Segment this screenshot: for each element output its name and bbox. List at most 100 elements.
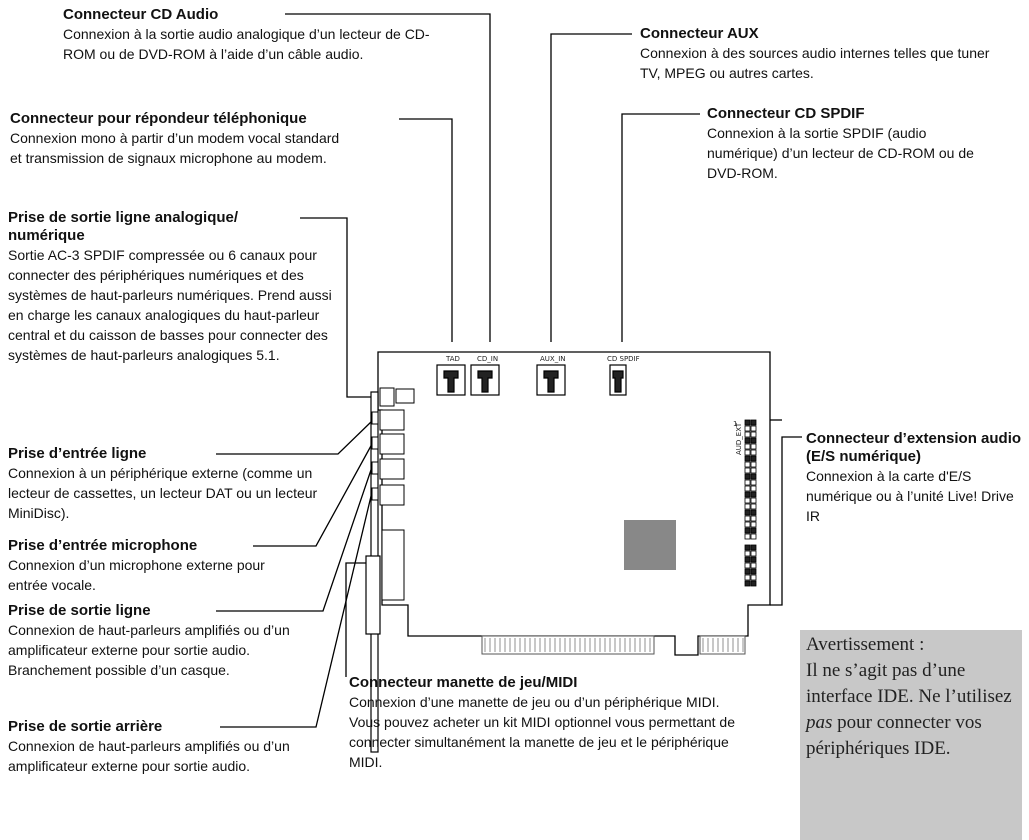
header-pin	[744, 521, 751, 528]
header-pin	[750, 533, 757, 540]
pcb-board	[377, 351, 771, 656]
header-pin	[744, 533, 751, 540]
callout-aux: Connecteur AUX Connexion à des sources a…	[640, 25, 1000, 83]
leader-cd-spdif	[621, 113, 700, 342]
cd-spdif-connector	[609, 364, 627, 396]
header-pin	[744, 437, 751, 444]
callout-line-out: Prise de sortie ligne Connexion de haut-…	[8, 602, 303, 680]
header-pin	[750, 509, 757, 516]
header-pin	[744, 544, 751, 551]
pci-edge-connector	[481, 635, 746, 655]
board-label-cd-in: CD_IN	[477, 355, 498, 363]
aux-in-connector	[536, 364, 566, 396]
header-pin	[750, 521, 757, 528]
callout-line-out-digital: Prise de sortie ligne analogique/ numéri…	[8, 209, 338, 365]
tad-connector	[436, 364, 466, 396]
header-pin	[750, 497, 757, 504]
header-pin	[750, 568, 757, 575]
callout-line-out-text: Connexion de haut-parleurs amplifiés ou …	[8, 622, 290, 678]
header-pin	[744, 431, 751, 438]
callout-rear-out-title: Prise de sortie arrière	[8, 718, 163, 735]
board-label-cd-spdif: CD SPDIF	[607, 355, 640, 363]
header-pin	[744, 467, 751, 474]
board-label-tad: TAD	[445, 355, 460, 363]
header-pin	[744, 479, 751, 486]
header-pin	[744, 556, 751, 563]
header-pin	[750, 437, 757, 444]
header-pin	[750, 449, 757, 456]
expansion-header	[744, 419, 757, 540]
callout-mic-in-title: Prise d’entrée microphone	[8, 537, 198, 554]
mounting-bracket	[365, 391, 381, 753]
callout-cd-audio: Connecteur CD Audio Connexion à la sorti…	[63, 6, 453, 64]
header-pin	[744, 568, 751, 575]
board-label-aux-in: AUX_IN	[540, 355, 566, 363]
header-pin	[750, 574, 757, 581]
audio-chip	[624, 520, 676, 570]
leader-lines	[216, 13, 802, 728]
callout-tad: Connecteur pour répondeur téléphonique C…	[10, 110, 350, 168]
callout-tad-text: Connexion mono à partir d’un modem vocal…	[10, 130, 340, 166]
warning-text-before: Il ne s’agit pas d’une interface IDE. Ne…	[806, 660, 1012, 707]
warning-title: Avertissement :	[806, 634, 925, 655]
header-pin	[750, 443, 757, 450]
leader-line-out-digital	[300, 217, 372, 398]
header-pin	[750, 515, 757, 522]
callout-cd-spdif: Connecteur CD SPDIF Connexion à la sorti…	[707, 105, 977, 183]
callout-expansion: Connecteur d’extension audio (E/S numéri…	[806, 430, 1026, 526]
game-port	[381, 529, 405, 601]
header-pin	[750, 479, 757, 486]
header-pin	[744, 574, 751, 581]
callout-aux-text: Connexion à des sources audio internes t…	[640, 45, 990, 81]
leader-line-in	[216, 420, 373, 455]
callout-line-in-title: Prise d’entrée ligne	[8, 445, 147, 462]
header-pin	[750, 491, 757, 498]
callout-line-in-text: Connexion à un périphérique externe (com…	[8, 465, 318, 521]
callout-expansion-title: Connecteur d’extension audio (E/S numéri…	[806, 430, 1022, 465]
warning-box: Avertissement : Il ne s’agit pas d’une i…	[800, 630, 1022, 840]
header-pin	[750, 544, 757, 551]
callout-aux-title: Connecteur AUX	[640, 25, 759, 42]
callout-mic-in-text: Connexion d’un microphone externe pour e…	[8, 557, 265, 593]
callout-mic-in: Prise d’entrée microphone Connexion d’un…	[8, 537, 308, 595]
leader-line-out	[216, 466, 373, 612]
callout-cd-audio-title: Connecteur CD Audio	[63, 6, 219, 23]
callout-cd-spdif-title: Connecteur CD SPDIF	[707, 105, 865, 122]
header-pin	[744, 419, 751, 426]
audio-jacks	[371, 387, 415, 506]
header-pin	[750, 485, 757, 492]
header-pin	[750, 425, 757, 432]
warning-emphasis: pas	[806, 712, 833, 733]
header-pin	[750, 431, 757, 438]
callout-line-out-digital-text: Sortie AC-3 SPDIF compressée ou 6 canaux…	[8, 247, 332, 363]
callout-cd-audio-text: Connexion à la sortie audio analogique d…	[63, 26, 430, 62]
callout-joystick: Connecteur manette de jeu/MIDI Connexion…	[349, 674, 749, 772]
header-pin	[744, 449, 751, 456]
callout-joystick-title: Connecteur manette de jeu/MIDI	[349, 674, 578, 691]
header-pin	[750, 562, 757, 569]
header-pin	[744, 485, 751, 492]
callout-joystick-text: Connexion d’une manette de jeu ou d’un p…	[349, 694, 736, 770]
header-pin	[744, 473, 751, 480]
sound-card-diagram: TAD CD_IN AUX_IN CD SPDIF 1 AUD_EXT	[216, 13, 802, 753]
callout-line-in: Prise d’entrée ligne Connexion à un péri…	[8, 445, 318, 523]
header-pin	[744, 503, 751, 510]
header-pin	[744, 509, 751, 516]
header-pin	[744, 562, 751, 569]
header-pin	[744, 527, 751, 534]
header-pin	[750, 556, 757, 563]
board-label-aud-ext: AUD_EXT	[735, 422, 743, 455]
callout-line-out-title: Prise de sortie ligne	[8, 602, 151, 619]
header-pin	[750, 461, 757, 468]
small-header	[744, 544, 757, 587]
header-pin	[744, 515, 751, 522]
header-pin	[744, 491, 751, 498]
callout-cd-spdif-text: Connexion à la sortie SPDIF (audio numér…	[707, 125, 974, 181]
header-pin	[750, 419, 757, 426]
header-pin	[750, 550, 757, 557]
header-pin	[744, 580, 751, 587]
header-pin	[744, 550, 751, 557]
header-pin	[750, 503, 757, 510]
header-pin	[744, 443, 751, 450]
warning-text: Il ne s’agit pas d’une interface IDE. Ne…	[806, 658, 1016, 762]
